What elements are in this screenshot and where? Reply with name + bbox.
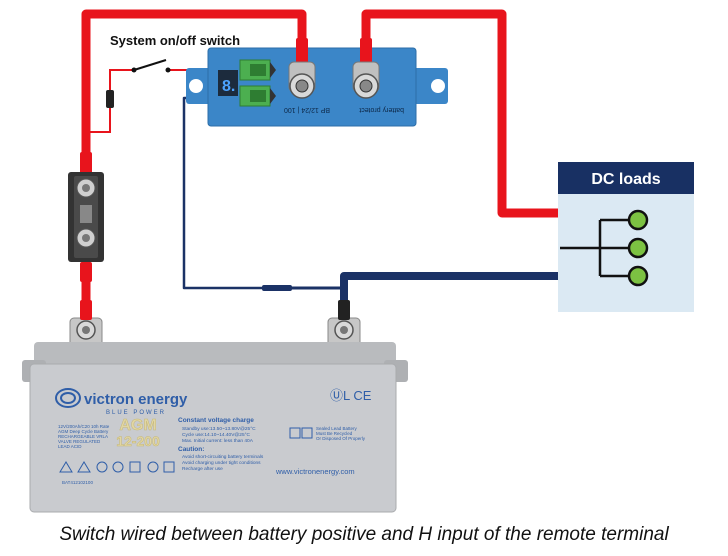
battery-protect-unit: 8. BP 12/24 | 100 battery protect [186,47,448,127]
bp-input-terminal [288,38,316,99]
bp-display: 8. [222,78,235,95]
bp-name-label: battery protect [359,106,404,113]
battery-left-line: RECHARGEABLE VRLA [58,434,108,439]
switch-fuse [106,90,114,108]
spec-line: Standby use:13.50~13.80V@25°C [182,426,256,432]
battery-tagline: BLUE POWER [106,410,166,416]
caution-line: Avoid short-circuiting battery terminals [182,454,264,460]
main-fuse [68,152,104,282]
battery-brand: victron energy [84,391,188,408]
dc-loads-title: DC loads [591,171,660,188]
wiring-diagram: System on/off switch 8. BP 12/24 | 100 b… [22,9,694,513]
load-return-wire [340,272,560,300]
recycle-icons [289,427,313,439]
battery-spec-block: Constant voltage charge Standby use:13.5… [178,417,264,472]
bp-model-label: BP 12/24 | 100 [284,106,330,113]
warning-icons [59,461,175,473]
remote-terminal[interactable] [239,59,276,107]
caution-line: Recharge after use [182,466,223,472]
battery-cert: ⓊL CE [330,388,372,403]
load-node [627,237,649,259]
battery-left-line: LEAD ACID [58,444,82,449]
battery-right-text: Sealed Lead Battery Must Be Recycled Or … [316,426,366,441]
battery-left-line: VALVE REGULATED [58,439,101,444]
battery-left-line: AGM Deep Cycle Battery [58,429,109,434]
battery-right-line: Must Be Recycled [316,431,353,436]
load-output-wire [361,9,565,218]
battery-left-line: 12V/200Ah/C20 10h Rate [58,424,110,429]
victron-logo-icon [55,388,81,408]
caution-line: Avoid charging under tight conditions [182,460,261,466]
battery-right-line: Sealed Lead Battery [316,426,358,431]
ground-fuse [262,285,292,291]
dc-loads-box: DC loads [558,162,694,312]
battery-model: AGM [119,417,156,434]
battery-part-no: BAT412102100 [62,480,93,485]
bp-output-terminal [352,38,380,99]
battery-left-text: 12V/200Ah/C20 10h Rate AGM Deep Cycle Ba… [58,424,110,449]
switch-label: System on/off switch [110,33,240,48]
battery [22,300,408,513]
on-off-switch[interactable] [131,59,171,73]
figure-caption: Switch wired between battery positive an… [59,524,669,545]
battery-website: www.victronenergy.com [275,467,355,476]
caution-title: Caution: [178,446,204,453]
battery-right-line: Or Disposed Of Properly [316,436,366,441]
load-node [627,209,649,231]
battery-capacity: 12-200 [116,433,160,449]
spec-line: Max. Initial current: less than 40A [182,438,254,444]
spec-title: Constant voltage charge [178,417,254,424]
negative-wire [292,286,346,310]
spec-line: Cycle use:14.10~14.40V@25°C [182,432,251,438]
load-node [627,265,649,287]
